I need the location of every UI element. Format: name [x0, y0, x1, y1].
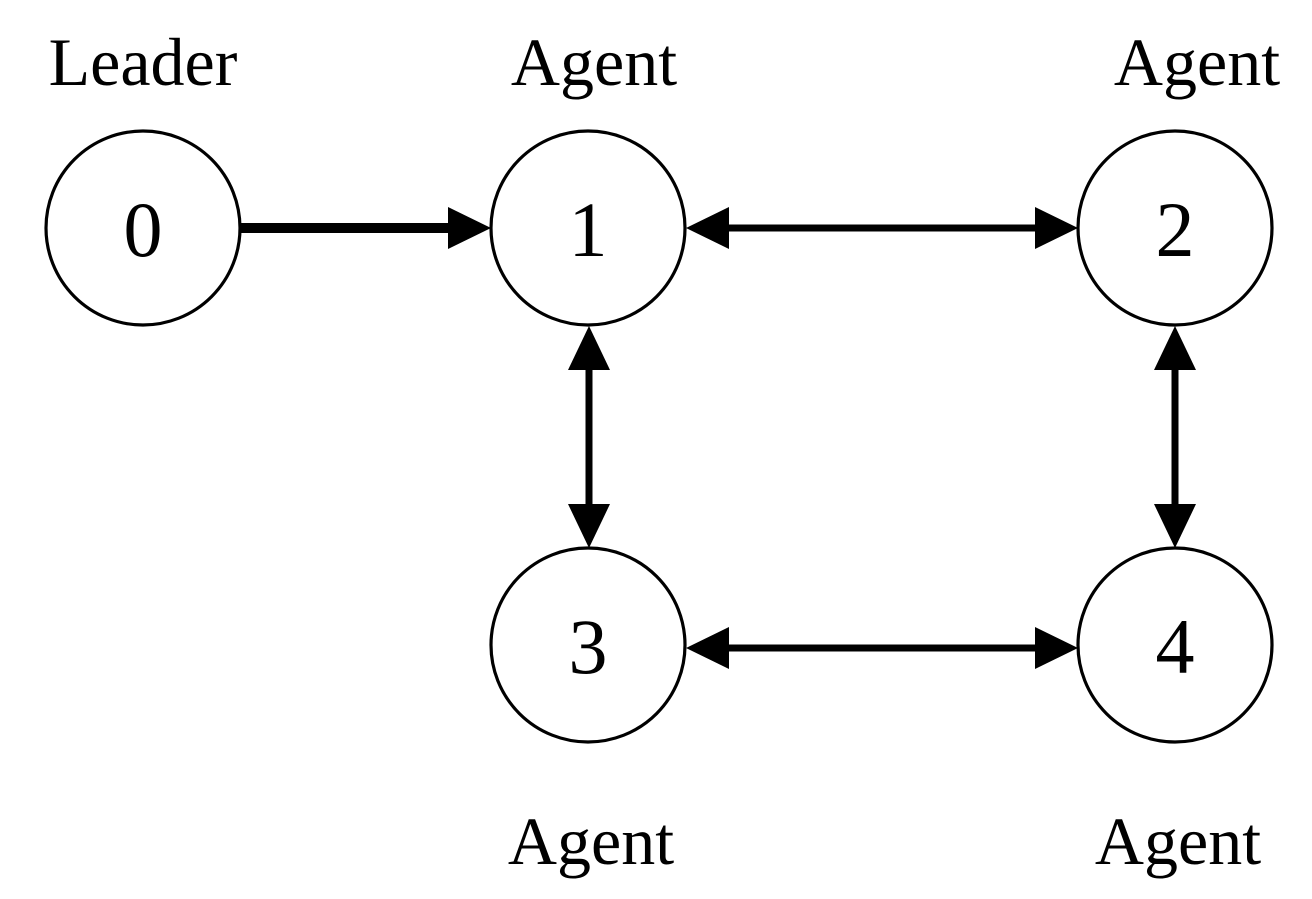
node-0-label: 0 [124, 186, 163, 273]
node-1-circle[interactable] [489, 129, 687, 327]
edge-0-to-1 [240, 207, 491, 249]
role-label-agent-node-3: Agent [508, 803, 674, 879]
edge-3-to-4-arrowhead-at-4 [1035, 627, 1078, 669]
node-3-label: 3 [569, 603, 608, 690]
edge-2-to-4 [1154, 326, 1196, 548]
node-1[interactable]: 1 [489, 129, 687, 327]
node-4-label: 4 [1156, 603, 1195, 690]
node-2-label: 2 [1156, 186, 1195, 273]
edge-2-to-4-arrowhead-at-4 [1154, 504, 1196, 548]
node-4[interactable]: 4 [1076, 546, 1274, 744]
edge-0-to-1-arrowhead-at-1 [448, 207, 491, 249]
edge-1-to-3-arrowhead-at-3 [568, 504, 610, 548]
role-label-agent-node-2: Agent [1114, 24, 1280, 100]
edge-1-to-2 [686, 207, 1078, 249]
edge-1-to-3-arrowhead-at-1 [568, 326, 610, 370]
node-2[interactable]: 2 [1076, 129, 1274, 327]
node-4-circle[interactable] [1076, 546, 1274, 744]
node-3[interactable]: 3 [489, 546, 687, 744]
edge-2-to-4-arrowhead-at-2 [1154, 326, 1196, 370]
edge-3-to-4-arrowhead-at-3 [686, 627, 729, 669]
node-1-label: 1 [569, 186, 608, 273]
edge-1-to-2-arrowhead-at-2 [1035, 207, 1078, 249]
edge-3-to-4 [686, 627, 1078, 669]
edge-1-to-3 [568, 326, 610, 548]
role-label-agent-node-1: Agent [511, 24, 677, 100]
role-label-leader-node-0: Leader [49, 24, 238, 100]
node-0[interactable]: 0 [44, 129, 242, 327]
edge-1-to-2-arrowhead-at-1 [686, 207, 729, 249]
node-0-circle[interactable] [44, 129, 242, 327]
node-2-circle[interactable] [1076, 129, 1274, 327]
role-label-agent-node-4: Agent [1095, 803, 1261, 879]
node-3-circle[interactable] [489, 546, 687, 744]
